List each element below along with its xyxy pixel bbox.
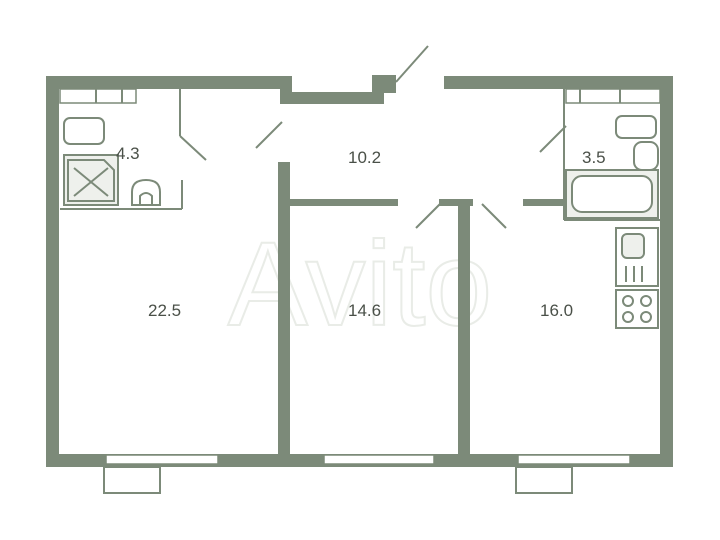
wall-top-entry (280, 92, 384, 104)
bath-left-door (179, 135, 207, 161)
window-room-right (517, 454, 631, 465)
toilet-left (63, 117, 105, 145)
wall-top-right (444, 76, 673, 89)
bath-left-fixtures (63, 117, 161, 206)
wall-hall-right (523, 199, 565, 206)
top-windows (59, 88, 661, 104)
interior-walls (60, 88, 660, 454)
bottom-windows (103, 454, 631, 494)
hall-door-left (255, 121, 283, 149)
stove (615, 289, 659, 329)
entry-door-jamb (372, 75, 396, 93)
wall-right (660, 76, 673, 467)
wall-hall-middle (278, 199, 398, 206)
door-middle-right (481, 203, 507, 229)
wall-top-left (46, 76, 292, 89)
watermark: Avito (227, 216, 494, 352)
sink-right (633, 141, 659, 171)
area-labels: 4.3 10.2 3.5 22.5 14.6 16.0 (116, 144, 606, 320)
shower-tray (67, 159, 115, 202)
area-hall: 10.2 (348, 148, 381, 167)
wall-room-middle-right (458, 205, 470, 454)
window-bath-right (565, 88, 661, 104)
balcony-left (103, 466, 161, 494)
entry-door (395, 45, 429, 83)
window-bath-left (59, 88, 137, 104)
balcony-right (515, 466, 573, 494)
area-bathroom-right: 3.5 (582, 148, 606, 167)
bathtub-inner (571, 175, 653, 213)
area-room-left: 22.5 (148, 301, 181, 320)
window-room-left (105, 454, 219, 465)
area-bathroom-left: 4.3 (116, 144, 140, 163)
bath-right-door (539, 125, 567, 153)
kitchen (615, 227, 659, 329)
area-room-right: 16.0 (540, 301, 573, 320)
wall-left (46, 76, 59, 467)
wall-room-left-middle (278, 162, 290, 454)
area-room-middle: 14.6 (348, 301, 381, 320)
shower-cabin (63, 154, 119, 206)
toilet-right (615, 115, 657, 139)
bath-right-fixtures (565, 115, 659, 219)
door-middle-left (415, 203, 441, 229)
watermark-text: Avito (228, 217, 493, 351)
wall-hall-stub (439, 199, 473, 206)
window-room-middle (323, 454, 435, 465)
